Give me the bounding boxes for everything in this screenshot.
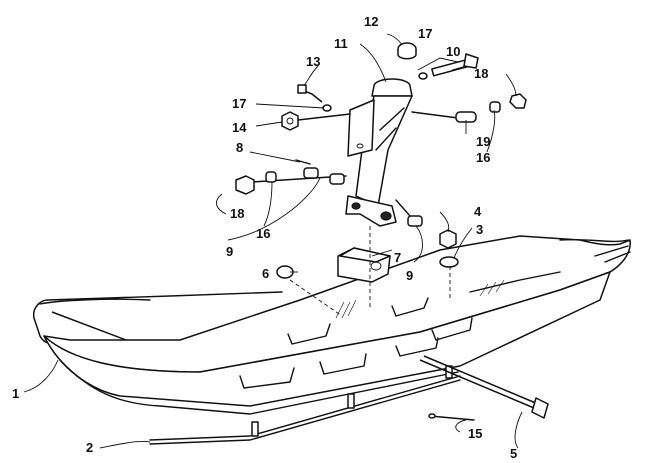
callout-18-bottom: 18 xyxy=(230,206,244,221)
callout-15: 15 xyxy=(468,426,482,441)
callout-6: 6 xyxy=(262,266,269,281)
callout-5: 5 xyxy=(510,446,517,461)
callout-9-left: 9 xyxy=(226,244,233,259)
callout-18-top: 18 xyxy=(474,66,488,81)
callout-14: 14 xyxy=(232,120,247,135)
callout-16-top: 16 xyxy=(476,150,490,165)
callout-10: 10 xyxy=(446,44,460,59)
hardware xyxy=(235,42,549,421)
callout-19: 19 xyxy=(476,134,490,149)
callout-17-left: 17 xyxy=(232,96,246,111)
callout-4: 4 xyxy=(474,204,482,219)
callout-1: 1 xyxy=(12,386,19,401)
spindle xyxy=(345,78,413,227)
callout-11: 11 xyxy=(334,36,348,51)
callout-2: 2 xyxy=(86,440,93,455)
callout-13: 13 xyxy=(306,54,320,69)
leader-lines xyxy=(23,33,523,449)
callout-9-right: 9 xyxy=(406,268,413,283)
callout-3: 3 xyxy=(476,222,483,237)
callout-16-bottom: 16 xyxy=(256,226,270,241)
saddle xyxy=(337,247,391,283)
ski xyxy=(32,235,631,415)
callout-labels: 12 17 11 10 13 18 17 14 19 8 16 18 16 4 … xyxy=(12,14,517,461)
callout-7: 7 xyxy=(394,250,401,265)
callout-12: 12 xyxy=(364,14,378,29)
callout-8: 8 xyxy=(236,140,243,155)
callout-17-top: 17 xyxy=(418,26,432,41)
